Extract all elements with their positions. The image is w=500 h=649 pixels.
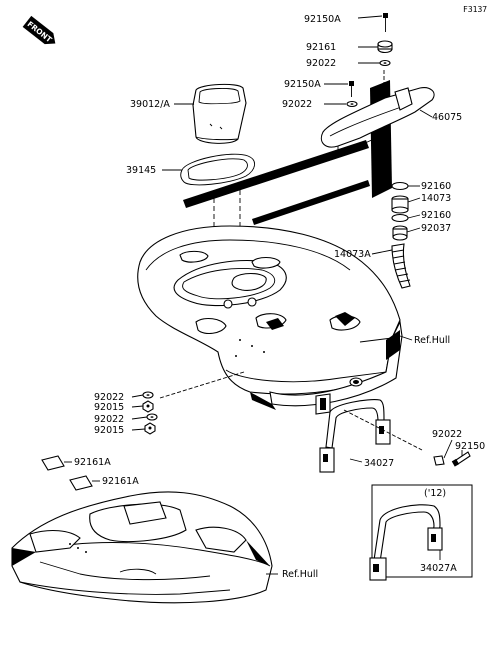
year-variant-box — [371, 484, 473, 578]
clamp-92160-a-part — [391, 181, 409, 191]
washer-92022-l1-part — [142, 391, 154, 399]
label-14073a: 14073A — [334, 249, 371, 260]
label-92161-top: 92161 — [306, 42, 336, 53]
gasket-39145-part — [180, 153, 255, 186]
bolt-92150a-mid-part — [349, 81, 354, 97]
label-39012a: 39012/A — [130, 99, 170, 110]
label-92022-mid: 92022 — [282, 99, 312, 110]
label-92161a-2: 92161A — [102, 476, 139, 487]
clamp-92160-b-part — [391, 213, 409, 223]
washer-92022-top-part — [379, 59, 391, 67]
bolt-92150-r-part — [451, 451, 471, 467]
nut-92015-l1-part — [142, 400, 154, 413]
label-92150-r: 92150 — [455, 441, 485, 452]
bolt-92150a-top-part — [383, 13, 388, 32]
label-92015-l1: 92015 — [94, 402, 124, 413]
washer-92022-r-part — [433, 455, 445, 466]
grab-rail-34027a-part — [369, 504, 443, 581]
pad-92161a-1-part — [41, 455, 65, 471]
collar-92037-part — [392, 225, 408, 241]
figure-id: F3137 — [463, 5, 487, 14]
shadow-beam-lower — [252, 180, 370, 225]
grab-rail-34027-part — [319, 399, 391, 473]
front-direction-badge: FRONT — [22, 15, 56, 45]
pad-92161a-2-part — [69, 475, 93, 491]
label-92150a-mid: 92150A — [284, 79, 321, 90]
shadow-beam-upper — [183, 140, 369, 208]
label-34027a: 34027A — [420, 563, 457, 574]
label-39145: 39145 — [126, 165, 156, 176]
storage-bin-39012a-part — [192, 83, 247, 144]
label-14073: 14073 — [421, 193, 451, 204]
label-92161a-1: 92161A — [74, 457, 111, 468]
hull-lower-part — [11, 491, 273, 604]
label-46075: 46075 — [432, 112, 462, 123]
label-ref-hull-top: Ref.Hull — [414, 335, 450, 346]
nut-92015-l2-part — [144, 422, 156, 435]
label-92022-l2: 92022 — [94, 414, 124, 425]
fitting-14073-part — [391, 195, 409, 214]
label-92037: 92037 — [421, 223, 451, 234]
hose-14073a-part — [391, 243, 411, 289]
label-92160-b: 92160 — [421, 210, 451, 221]
label-92160-a: 92160 — [421, 181, 451, 192]
label-92022-top: 92022 — [306, 58, 336, 69]
label-92022-r: 92022 — [432, 429, 462, 440]
leader-lines — [64, 15, 463, 575]
label-92015-l2: 92015 — [94, 425, 124, 436]
label-34027: 34027 — [364, 458, 394, 469]
label-92150a-top: 92150A — [304, 14, 341, 25]
washer-92022-l2-part — [146, 413, 158, 421]
label-ref-hull-bottom: Ref.Hull — [282, 569, 318, 580]
washer-92022-mid-part — [346, 100, 358, 108]
label-92022-l1: 92022 — [94, 392, 124, 403]
label-year-note: ('12) — [424, 488, 446, 499]
grommet-92161-part — [377, 40, 393, 54]
